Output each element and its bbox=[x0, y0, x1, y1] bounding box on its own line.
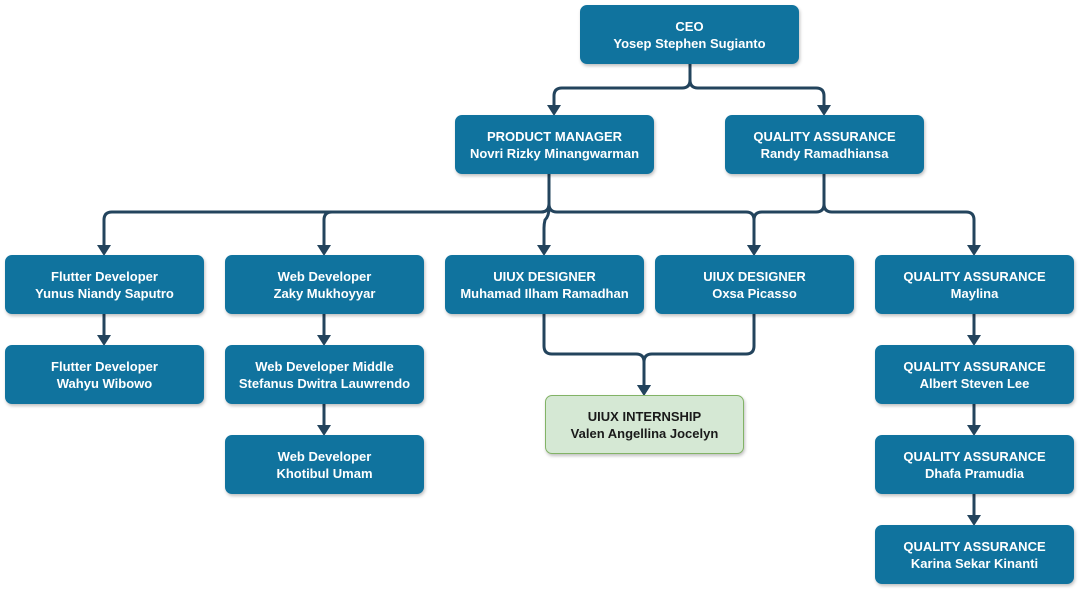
node-name: Dhafa Pramudia bbox=[925, 465, 1024, 481]
node-role: QUALITY ASSURANCE bbox=[903, 538, 1046, 554]
arrowhead-icon bbox=[537, 245, 551, 256]
connector-line bbox=[642, 314, 756, 387]
node-name: Karina Sekar Kinanti bbox=[910, 555, 1039, 571]
arrowhead-icon bbox=[967, 245, 981, 256]
node-role: QUALITY ASSURANCE bbox=[903, 268, 1046, 284]
node-qa-lead[interactable]: QUALITY ASSURANCE Randy Ramadhiansa bbox=[725, 115, 924, 174]
arrowhead-icon bbox=[967, 425, 981, 436]
arrowhead-icon bbox=[547, 105, 561, 116]
arrowhead-icon bbox=[817, 105, 831, 116]
node-uiux-internship[interactable]: UIUX INTERNSHIP Valen Angellina Jocelyn bbox=[545, 395, 744, 454]
node-role: CEO bbox=[675, 18, 704, 34]
node-web-developer-1[interactable]: Web Developer Zaky Mukhoyyar bbox=[225, 255, 424, 314]
node-role: Flutter Developer bbox=[51, 268, 158, 284]
node-role: Web Developer bbox=[277, 268, 372, 284]
node-uiux-designer-2[interactable]: UIUX DESIGNER Oxsa Picasso bbox=[655, 255, 854, 314]
node-name: Khotibul Umam bbox=[276, 465, 373, 481]
node-role: Web Developer Middle bbox=[255, 358, 394, 374]
node-flutter-developer-1[interactable]: Flutter Developer Yunus Niandy Saputro bbox=[5, 255, 204, 314]
connector-line bbox=[552, 64, 692, 107]
node-ceo[interactable]: CEO Yosep Stephen Sugianto bbox=[580, 5, 799, 64]
node-role: QUALITY ASSURANCE bbox=[903, 358, 1046, 374]
arrowhead-icon bbox=[317, 245, 331, 256]
node-name: Oxsa Picasso bbox=[712, 285, 797, 301]
node-qa-2[interactable]: QUALITY ASSURANCE Albert Steven Lee bbox=[875, 345, 1074, 404]
node-qa-1[interactable]: QUALITY ASSURANCE Maylina bbox=[875, 255, 1074, 314]
node-role: UIUX DESIGNER bbox=[703, 268, 806, 284]
arrowhead-icon bbox=[97, 245, 111, 256]
node-flutter-developer-2[interactable]: Flutter Developer Wahyu Wibowo bbox=[5, 345, 204, 404]
node-qa-3[interactable]: QUALITY ASSURANCE Dhafa Pramudia bbox=[875, 435, 1074, 494]
node-qa-4[interactable]: QUALITY ASSURANCE Karina Sekar Kinanti bbox=[875, 525, 1074, 584]
node-name: Maylina bbox=[950, 285, 999, 301]
node-role: UIUX INTERNSHIP bbox=[587, 408, 702, 424]
node-role: UIUX DESIGNER bbox=[493, 268, 596, 284]
connector-line bbox=[322, 174, 551, 247]
arrowhead-icon bbox=[967, 515, 981, 526]
node-role: QUALITY ASSURANCE bbox=[753, 128, 896, 144]
connector-line bbox=[752, 174, 826, 247]
node-name: Stefanus Dwitra Lauwrendo bbox=[238, 375, 411, 391]
arrowhead-icon bbox=[317, 335, 331, 346]
node-role: QUALITY ASSURANCE bbox=[903, 448, 1046, 464]
arrowhead-icon bbox=[97, 335, 111, 346]
arrowhead-icon bbox=[317, 425, 331, 436]
arrowhead-icon bbox=[747, 245, 761, 256]
connector-line bbox=[822, 174, 976, 247]
node-product-manager[interactable]: PRODUCT MANAGER Novri Rizky Minangwarman bbox=[455, 115, 654, 174]
node-name: Muhamad Ilham Ramadhan bbox=[460, 285, 629, 301]
node-name: Randy Ramadhiansa bbox=[760, 145, 889, 161]
arrowhead-icon bbox=[967, 335, 981, 346]
node-role: Flutter Developer bbox=[51, 358, 158, 374]
arrowhead-icon bbox=[637, 385, 651, 396]
connector-line bbox=[542, 174, 551, 247]
node-role: Web Developer bbox=[277, 448, 372, 464]
node-web-developer-3[interactable]: Web Developer Khotibul Umam bbox=[225, 435, 424, 494]
node-name: Albert Steven Lee bbox=[919, 375, 1030, 391]
node-uiux-designer-1[interactable]: UIUX DESIGNER Muhamad Ilham Ramadhan bbox=[445, 255, 644, 314]
node-name: Valen Angellina Jocelyn bbox=[570, 425, 719, 441]
connector-line bbox=[688, 64, 826, 107]
node-name: Novri Rizky Minangwarman bbox=[469, 145, 640, 161]
node-name: Yosep Stephen Sugianto bbox=[613, 35, 766, 51]
node-name: Wahyu Wibowo bbox=[56, 375, 153, 391]
node-name: Yunus Niandy Saputro bbox=[35, 285, 174, 301]
node-web-developer-middle[interactable]: Web Developer Middle Stefanus Dwitra Lau… bbox=[225, 345, 424, 404]
connector-line bbox=[542, 314, 646, 387]
connector-line bbox=[547, 174, 756, 247]
node-name: Zaky Mukhoyyar bbox=[273, 285, 376, 301]
node-role: PRODUCT MANAGER bbox=[486, 128, 623, 144]
